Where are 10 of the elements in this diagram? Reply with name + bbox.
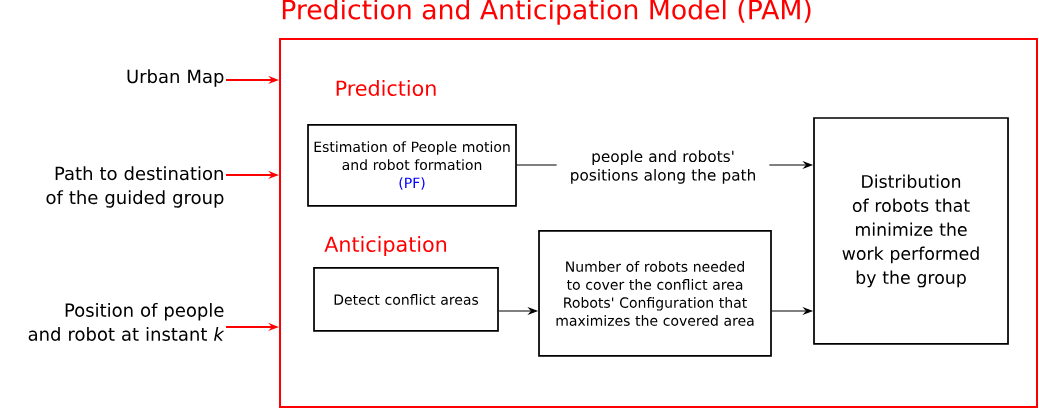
- input-label: Urban Map: [127, 69, 224, 87]
- process-box: Detect conflict areas: [313, 267, 499, 332]
- edge-label: people and robots' positions along the path: [556, 148, 770, 186]
- section-heading: Anticipation: [324, 236, 447, 256]
- input-label: Path to destination of the guided group: [46, 166, 224, 208]
- process-box: Distribution of robots that minimize the work performed by the group: [813, 117, 1009, 345]
- section-heading: Prediction: [336, 80, 436, 96]
- input-label: Position of people and robot at instant k: [28, 303, 225, 341]
- process-box: Estimation of People motion and robot formation (PF): [307, 124, 517, 207]
- process-box: Number of robots needed to cover the conflict area Robots' Configuration that maximizes the covered area: [538, 230, 772, 357]
